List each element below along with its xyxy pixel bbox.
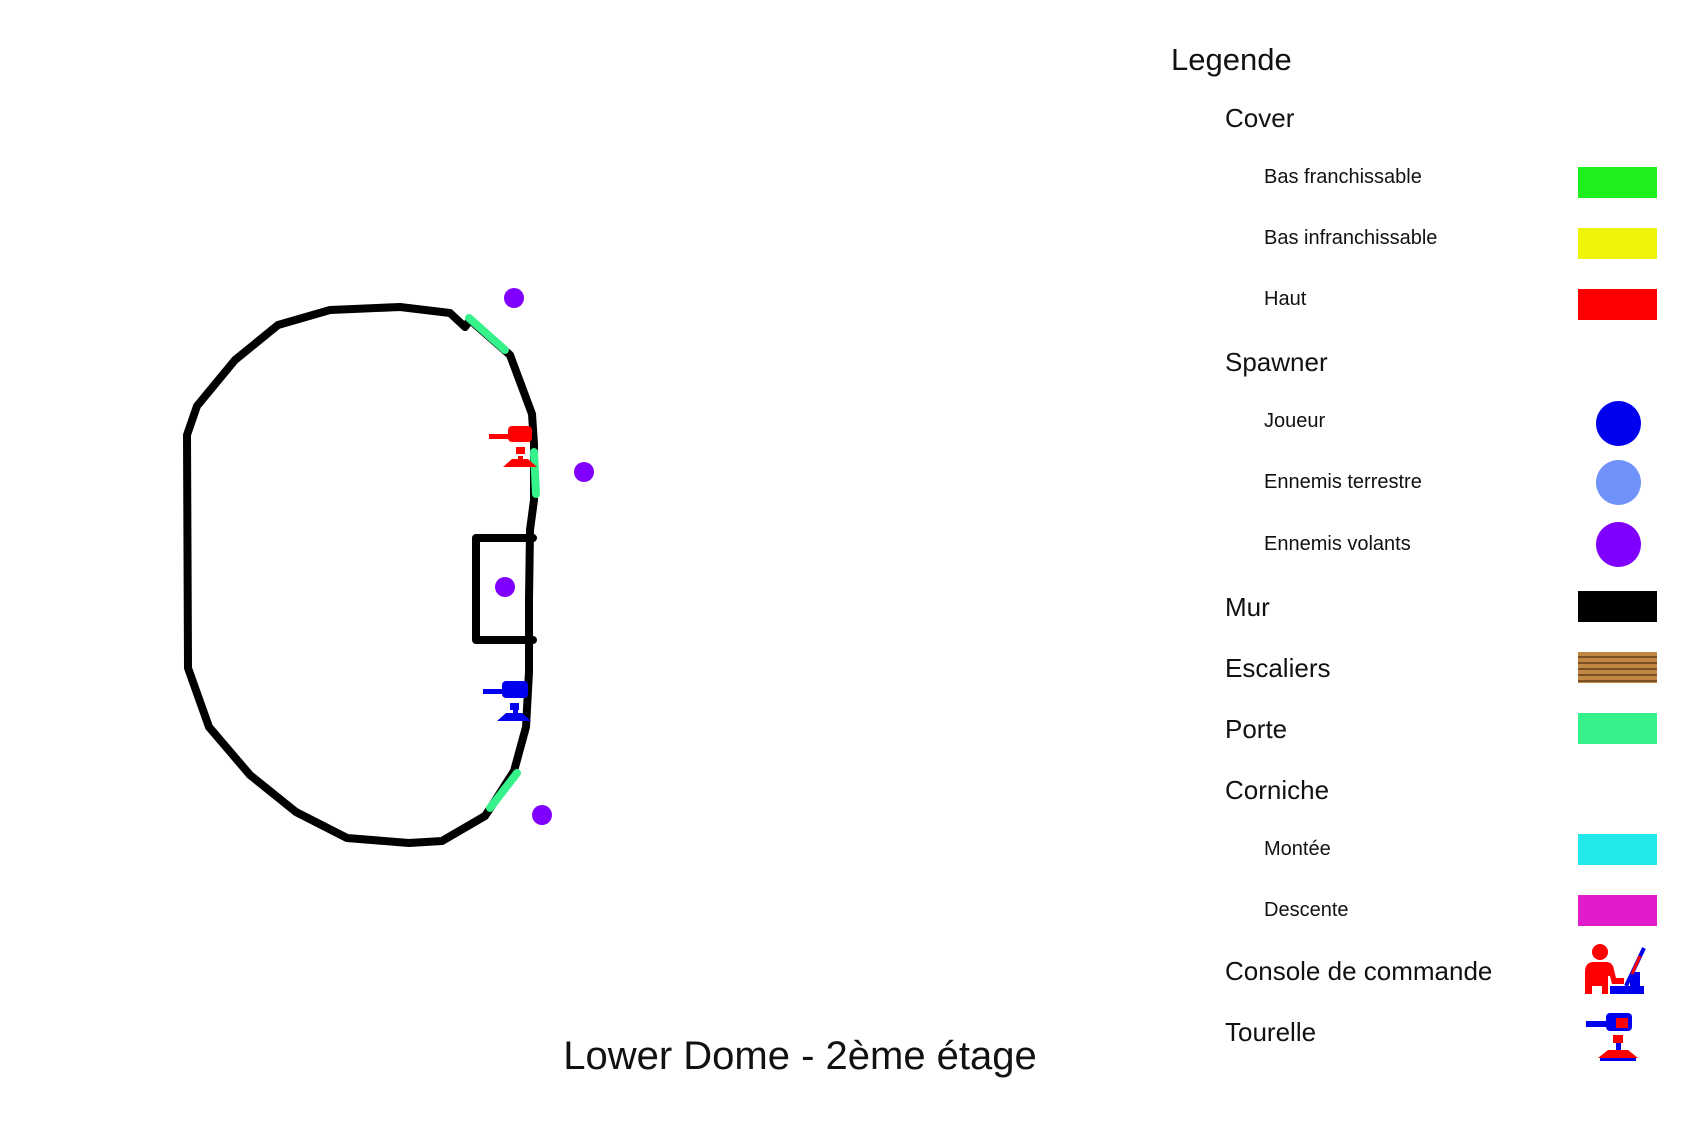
map-title: Lower Dome - 2ème étage <box>563 1034 1037 1078</box>
turret-icon-blue <box>483 681 531 721</box>
door-top <box>465 314 509 354</box>
flying-enemy-spawn-bottom <box>532 805 552 825</box>
flying-enemy-spawn-right <box>574 462 594 482</box>
outer-wall <box>183 303 538 847</box>
door-bottom <box>486 769 521 812</box>
flying-enemy-spawn-top <box>504 288 524 308</box>
inner-room-wall <box>472 534 537 644</box>
door-middle <box>530 448 540 498</box>
flying-enemy-spawn-room <box>495 577 515 597</box>
turret-icon-red <box>489 426 537 467</box>
